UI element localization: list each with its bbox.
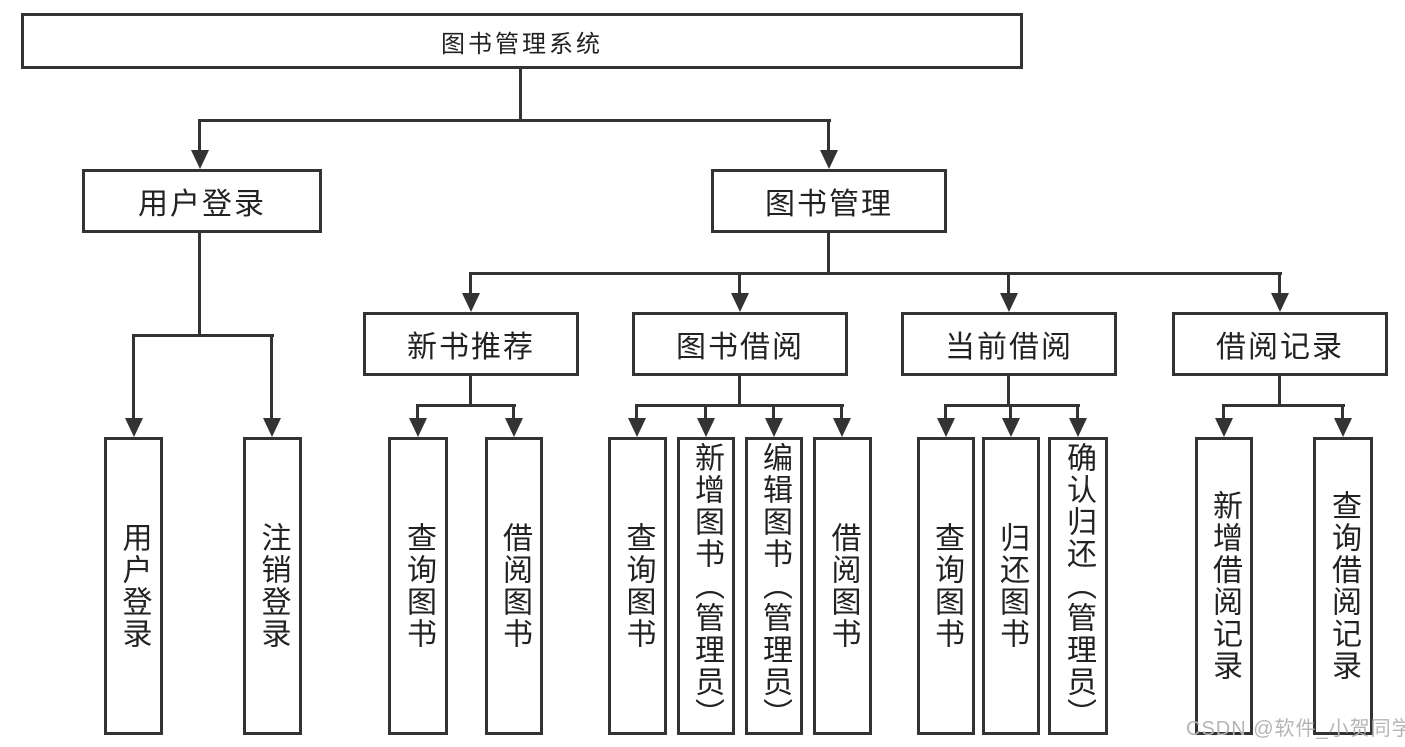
connector-line	[1278, 376, 1281, 406]
arrow-down-icon	[628, 418, 646, 437]
arrow-down-icon	[409, 418, 427, 437]
connector-line	[1222, 404, 1345, 407]
leaf-query-books-borrowing: 查询图书	[608, 437, 667, 735]
connector-line	[198, 233, 201, 335]
leaf-add-borrow-record: 新增借阅记录	[1195, 437, 1253, 735]
watermark: CSDN @软件_小贺同学	[1186, 718, 1405, 740]
connector-line	[704, 404, 707, 420]
node-book-management: 图书管理	[711, 169, 947, 233]
leaf-query-books-current: 查询图书	[917, 437, 975, 735]
node-user-login: 用户登录	[82, 169, 322, 233]
arrow-down-icon	[697, 418, 715, 437]
arrow-down-icon	[191, 150, 209, 169]
node-borrowing-records: 借阅记录	[1172, 312, 1388, 376]
arrow-down-icon	[731, 293, 749, 312]
leaf-query-borrow-record: 查询借阅记录	[1313, 437, 1373, 735]
connector-line	[270, 334, 273, 420]
arrow-down-icon	[1271, 293, 1289, 312]
connector-line	[1009, 404, 1012, 420]
arrow-down-icon	[1215, 418, 1233, 437]
connector-line	[738, 272, 741, 295]
node-book-borrowing: 图书借阅	[632, 312, 848, 376]
leaf-logout: 注销登录	[243, 437, 302, 735]
leaf-confirm-return-admin: 确认归还（管理员）	[1048, 437, 1108, 735]
leaf-borrow-books-recommend: 借阅图书	[485, 437, 543, 735]
connector-line	[944, 404, 947, 420]
node-current-borrowing: 当前借阅	[901, 312, 1117, 376]
arrow-down-icon	[462, 293, 480, 312]
connector-line	[469, 272, 472, 295]
connector-line	[738, 376, 741, 406]
connector-line	[132, 334, 274, 337]
connector-line	[198, 119, 201, 152]
arrow-down-icon	[1000, 293, 1018, 312]
arrow-down-icon	[125, 418, 143, 437]
connector-line	[416, 404, 516, 407]
connector-line	[840, 404, 843, 420]
connector-line	[519, 69, 522, 120]
leaf-query-books-recommend: 查询图书	[388, 437, 448, 735]
arrow-down-icon	[1334, 418, 1352, 437]
connector-line	[944, 404, 1080, 407]
leaf-add-book-admin: 新增图书（管理员）	[677, 437, 735, 735]
connector-line	[635, 404, 844, 407]
connector-line	[512, 404, 515, 420]
arrow-down-icon	[937, 418, 955, 437]
connector-line	[469, 272, 1282, 275]
connector-line	[1007, 272, 1010, 295]
connector-line	[1222, 404, 1225, 420]
leaf-edit-book-admin: 编辑图书（管理员）	[745, 437, 803, 735]
connector-line	[827, 233, 830, 274]
connector-line	[198, 119, 831, 122]
connector-line	[469, 376, 472, 406]
connector-line	[416, 404, 419, 420]
connector-line	[772, 404, 775, 420]
arrow-down-icon	[765, 418, 783, 437]
connector-line	[1341, 404, 1344, 420]
node-new-book-recommend: 新书推荐	[363, 312, 579, 376]
connector-line	[635, 404, 638, 420]
arrow-down-icon	[505, 418, 523, 437]
connector-line	[1007, 376, 1010, 406]
arrow-down-icon	[833, 418, 851, 437]
node-library-management-system: 图书管理系统	[21, 13, 1023, 69]
connector-line	[827, 119, 830, 152]
connector-line	[1278, 272, 1281, 295]
arrow-down-icon	[820, 150, 838, 169]
leaf-borrow-books-borrowing: 借阅图书	[813, 437, 872, 735]
leaf-user-login: 用户登录	[104, 437, 163, 735]
arrow-down-icon	[263, 418, 281, 437]
connector-line	[132, 334, 135, 420]
arrow-down-icon	[1002, 418, 1020, 437]
leaf-return-book: 归还图书	[982, 437, 1040, 735]
connector-line	[1076, 404, 1079, 420]
arrow-down-icon	[1069, 418, 1087, 437]
